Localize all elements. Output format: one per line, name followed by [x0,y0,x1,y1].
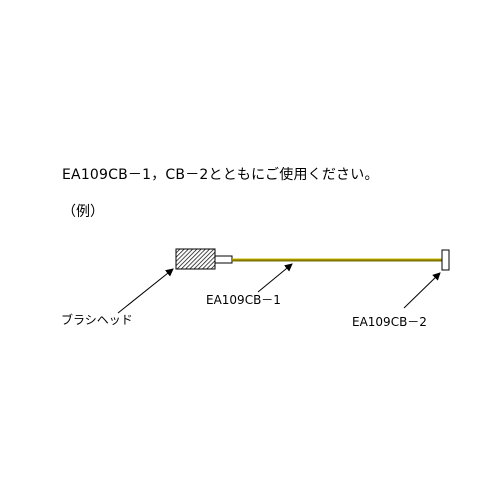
brush-head [175,248,216,270]
label-brush-head: ブラシヘッド [61,313,133,327]
label-ea109cb-2: EA109CB－2 [352,315,427,329]
arrow-cb2 [403,272,441,309]
label-ea109cb-1: EA109CB－1 [206,293,281,307]
arrow-cb1 [257,263,293,293]
arrow-brush-head [117,268,174,314]
caption-text: EA109CB－1，CB－2とともにご使用ください。 [62,167,379,183]
example-label: （例） [62,204,104,220]
end-cap [441,249,450,271]
brush-collar [214,255,233,264]
